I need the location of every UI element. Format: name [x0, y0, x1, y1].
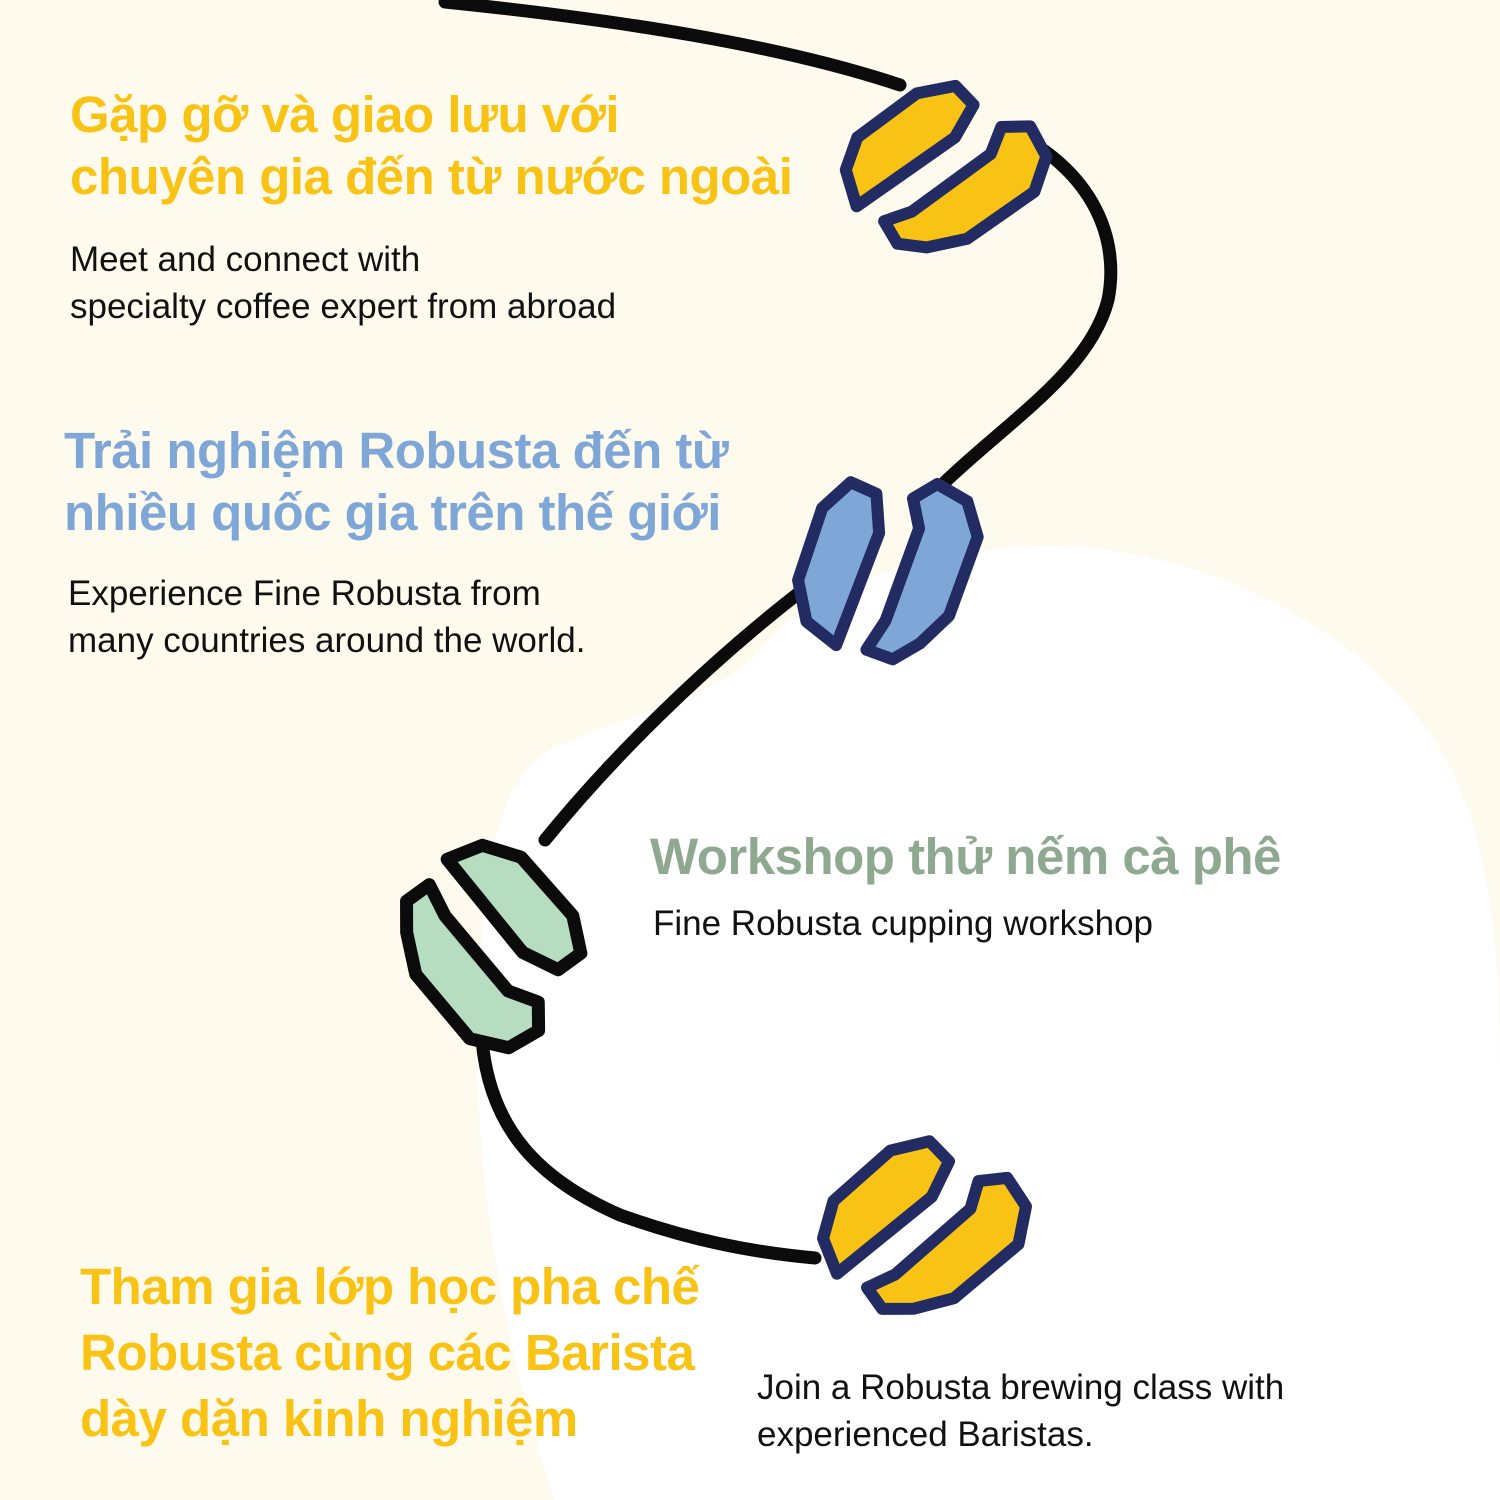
subtitle-line: Join a Robusta brewing class with — [757, 1368, 1285, 1407]
subtitle-line: many countries around the world. — [68, 621, 586, 660]
subtitle-line: Experience Fine Robusta from — [68, 574, 541, 613]
title-line: Workshop thử nếm cà phê — [650, 828, 1281, 885]
item-3-subtitle: Fine Robusta cupping workshop — [653, 900, 1153, 947]
item-4-title: Tham gia lớp học pha chế Robusta cùng cá… — [80, 1254, 700, 1452]
subtitle-line: experienced Baristas. — [757, 1415, 1094, 1454]
item-2-title: Trải nghiệm Robusta đến từ nhiều quốc gi… — [64, 420, 729, 544]
item-4-subtitle: Join a Robusta brewing class with experi… — [757, 1364, 1284, 1458]
item-3-title: Workshop thử nếm cà phê — [650, 826, 1281, 888]
item-2-subtitle: Experience Fine Robusta from many countr… — [68, 570, 586, 664]
item-1-subtitle: Meet and connect with specialty coffee e… — [70, 236, 616, 330]
title-line: nhiều quốc gia trên thế giới — [64, 484, 721, 541]
title-line: dày dặn kinh nghiệm — [80, 1390, 578, 1447]
subtitle-line: specialty coffee expert from abroad — [70, 287, 617, 326]
subtitle-line: Meet and connect with — [70, 240, 421, 279]
title-line: Tham gia lớp học pha chế — [80, 1258, 700, 1315]
title-line: Robusta cùng các Barista — [80, 1324, 695, 1381]
item-1-title: Gặp gỡ và giao lưu với chuyên gia đến từ… — [70, 84, 793, 208]
title-line: Gặp gỡ và giao lưu với — [70, 86, 620, 143]
title-line: Trải nghiệm Robusta đến từ — [64, 422, 729, 479]
title-line: chuyên gia đến từ nước ngoài — [70, 148, 793, 205]
subtitle-line: Fine Robusta cupping workshop — [653, 904, 1154, 943]
